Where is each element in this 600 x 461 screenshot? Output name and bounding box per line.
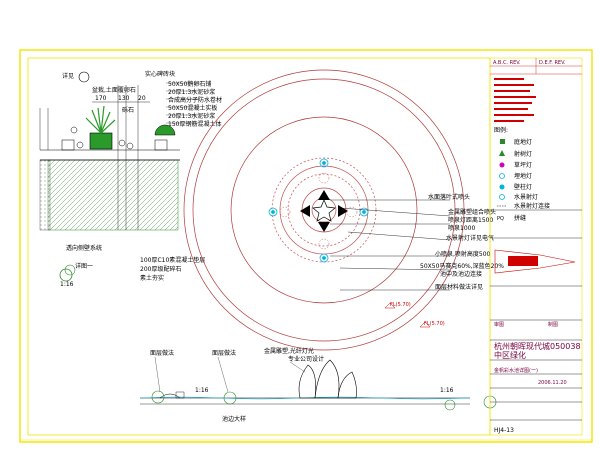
role-label: 审图 bbox=[494, 321, 504, 328]
plan-label-6: 50X50马赛克60%,深蓝色20% bbox=[420, 262, 504, 270]
plan-label-3: 喷泉1000 bbox=[448, 224, 475, 232]
title-header-b: D.E.F. REV. bbox=[539, 60, 566, 66]
center-sculpture bbox=[312, 199, 336, 222]
ground-light-icon bbox=[500, 139, 505, 144]
dim-20: 20 bbox=[138, 95, 146, 102]
section-label-a: 面层做法 bbox=[150, 349, 174, 357]
wall-light-icon bbox=[499, 184, 505, 190]
detail-markers bbox=[64, 264, 497, 409]
legend-item-7: 拼缝 bbox=[514, 214, 526, 222]
soil-hatch bbox=[47, 159, 179, 231]
dim-130: 130 bbox=[118, 95, 130, 102]
label-gravel: 盆栽,土面覆卵石 bbox=[92, 86, 136, 94]
fl-marker-1: FL(5.70) bbox=[390, 302, 411, 308]
water-lights bbox=[268, 158, 369, 263]
sculpture-2 bbox=[314, 359, 340, 399]
plan-label-5: 小喷泉,喷射高度500 bbox=[435, 250, 491, 258]
title-header-a: A.B.C. REV. bbox=[493, 60, 521, 66]
label-stone: 砾石 bbox=[122, 106, 134, 114]
callout-small: 详见 bbox=[62, 72, 74, 80]
pool-inner-ring bbox=[192, 78, 456, 342]
section-marker-c bbox=[444, 399, 456, 411]
dim-170: 170 bbox=[95, 95, 107, 102]
lawn-light-icon bbox=[499, 162, 505, 168]
plan-label-7: 池中及池边连接 bbox=[440, 270, 482, 278]
joint-icon: PQ bbox=[497, 216, 504, 222]
label-waterproof: 合成高分子防水卷材 bbox=[168, 96, 222, 104]
section-label-sculpture2: 专业公司设计 bbox=[288, 355, 324, 363]
section-marker-a bbox=[151, 390, 165, 404]
label-3: 50X50混凝土实板 bbox=[168, 104, 217, 112]
section-label-b: 面层做法 bbox=[212, 349, 236, 357]
section-scale-2: 1:16 bbox=[440, 387, 454, 394]
section-label-sculpture: 金属雕塑,光纤灯光 bbox=[264, 347, 314, 355]
label-6: 100厚C10素混凝土垫层 bbox=[140, 256, 205, 264]
legend-item-1: 射树灯 bbox=[514, 150, 532, 158]
section-view bbox=[139, 359, 471, 411]
legend-item-2: 草坪灯 bbox=[514, 161, 532, 169]
plan-label-0: 水面落叶式喷头 bbox=[428, 193, 470, 201]
label-drain: 透向侧壁系统 bbox=[66, 244, 102, 252]
legend-item-0: 庭地灯 bbox=[514, 138, 532, 146]
label-0: 实心碑砖块 bbox=[145, 70, 175, 78]
label-8: 素土夯实 bbox=[140, 274, 164, 282]
section-tag: 池边大样 bbox=[222, 415, 246, 423]
buried-light-icon bbox=[499, 173, 505, 179]
project-sub: 中区绿化 bbox=[494, 350, 526, 360]
pool-outer-ring bbox=[183, 69, 465, 351]
sheet-number: HJ4-13 bbox=[494, 427, 514, 434]
detail-section: 170 130 20 实心碑砖块 盆栽,土面覆卵石 50X50鹅卵石铺 20厚1… bbox=[39, 70, 222, 288]
water-light-icon bbox=[499, 194, 505, 200]
plant-leaves bbox=[85, 105, 116, 134]
tree-light-icon bbox=[499, 150, 505, 156]
callout-marker-top bbox=[78, 71, 90, 83]
project-name: 杭州朝晖现代城 bbox=[494, 341, 550, 351]
callout-scale: 1:16 bbox=[60, 281, 74, 288]
outer-frame bbox=[19, 49, 593, 443]
legend-item-6: 水景射灯连接 bbox=[514, 202, 550, 210]
section-scale-1: 1:16 bbox=[195, 387, 209, 394]
fountain-plan bbox=[183, 69, 465, 351]
legend-item-4: 壁柱灯 bbox=[514, 183, 532, 191]
label-1: 50X50鹅卵石铺 bbox=[168, 80, 211, 88]
label-4: 20厚1:3水泥砂浆 bbox=[168, 112, 215, 120]
label-5: 150厚钢筋混凝土体 bbox=[168, 120, 221, 128]
label-7: 200厚级配碎石 bbox=[140, 265, 181, 273]
pool-basin bbox=[230, 116, 418, 304]
title-block bbox=[489, 57, 583, 436]
marker-m1: 详图一 bbox=[75, 262, 93, 270]
legend-title: 图例: bbox=[494, 126, 508, 134]
plan-label-4: 水景射灯详见电气 bbox=[446, 234, 494, 242]
section-marker-b bbox=[223, 391, 237, 405]
company-logo bbox=[494, 249, 576, 274]
sculpture-3 bbox=[337, 371, 357, 399]
drawing-date: 2006.11.20 bbox=[538, 380, 567, 386]
fl-marker-2: FL(5.70) bbox=[424, 321, 445, 327]
legend-item-3: 埋地灯 bbox=[514, 172, 532, 180]
role-label-2: 制图 bbox=[548, 321, 558, 328]
plan-label-8: 面层材料做法详见 bbox=[435, 283, 483, 291]
planter-pot bbox=[89, 132, 113, 150]
legend-item-5: 水景射灯 bbox=[514, 193, 538, 201]
sculpture-1 bbox=[298, 364, 316, 399]
drawing-title: 金帆彩水池详图(一) bbox=[494, 367, 538, 374]
label-2: 20厚1:3水泥砂浆 bbox=[168, 88, 215, 96]
plan-label-1: 金属雕塑组合喷头 bbox=[448, 208, 496, 216]
project-code: 050038 bbox=[550, 342, 581, 351]
plan-label-2: 喷泉灯距离1500 bbox=[448, 216, 493, 224]
callout-marker-detail bbox=[59, 268, 73, 282]
legend-list: 庭地灯 射树灯 草坪灯 埋地灯 壁柱灯 水景射灯 水景射灯连接 PQ 拼缝 bbox=[497, 138, 550, 222]
